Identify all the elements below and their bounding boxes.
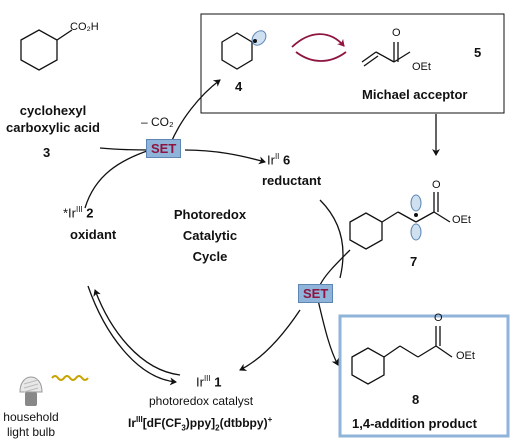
light-source-line2: light bulb [6,425,56,439]
radical-adduct-structure [349,192,451,250]
product-structure [351,326,453,385]
oxidant-role: oxidant [70,227,117,242]
adduct-radical-orbital-icon [410,194,422,241]
radical-orbital-icon [251,30,267,46]
cyclohexyl-radical-structure [221,32,253,70]
acid-name-line2: carboxylic acid [6,120,100,135]
set-badge-top: SET [146,139,182,158]
acceptor-number: 5 [474,45,482,60]
ethyl-acrylate-structure [361,42,411,67]
catalytic-cycle [84,79,351,386]
acid-name-line1: cyclohexyl [19,103,87,118]
reductant-species: IrII 6 [267,152,291,168]
co2-loss-label: – CO₂ [141,115,174,129]
cycle-title-line2: Catalytic [182,228,238,243]
acceptor-carbonyl-o: O [392,27,401,39]
acceptor-name: Michael acceptor [362,87,468,102]
catalyst-formula: IrIII[dF(CF3)ppy]2(dtbbpy)+ [128,415,273,433]
adduct-carbonyl-o: O [432,179,441,191]
cycle-title-line1: Photoredox [173,207,247,222]
adduct-ester-label: OEt [452,214,471,226]
product-number: 8 [412,392,420,407]
radical-addition-arrow [291,33,345,48]
catalyst-role: photoredox catalyst [149,394,254,408]
acid-number: 3 [43,145,51,160]
light-bulb-icon [19,376,43,406]
oxidant-species: *IrIII 2 [63,205,94,221]
light-wave-icon [51,375,89,381]
cyclohexyl-carboxylic-acid-structure [20,29,73,71]
adduct-radical-number: 7 [410,254,418,269]
reductant-role: reductant [262,173,322,188]
product-name: 1,4-addition product [352,416,477,431]
light-source-line1: household [3,410,59,424]
catalyst-species: IrIII 1 [196,374,222,390]
acid-carboxyl-label: CO₂H [70,21,99,33]
set-badge-bottom: SET [298,284,334,303]
radical-addition-box [200,13,505,114]
product-ester-label: OEt [456,350,475,362]
cycle-title-line3: Cycle [192,249,228,264]
product-box [338,314,510,438]
product-carbonyl-o: O [434,312,443,324]
radical-number: 4 [235,79,243,94]
acceptor-ester-label: OEt [412,61,431,73]
